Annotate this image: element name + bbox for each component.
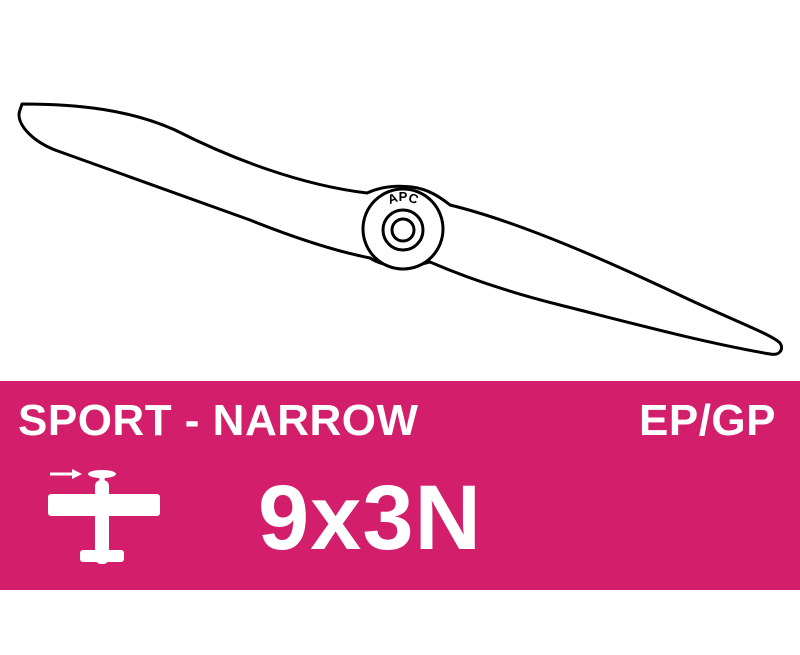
size-label: 9x3N xyxy=(258,467,482,569)
type-label: EP/GP xyxy=(639,396,776,445)
airplane-tractor-icon xyxy=(48,469,160,564)
propeller-outline-icon: APC xyxy=(17,102,784,356)
series-label: SPORT - NARROW xyxy=(18,396,419,445)
brand-label: APC xyxy=(386,189,421,207)
hub-ring-inner xyxy=(390,217,416,243)
product-banner xyxy=(0,381,800,590)
